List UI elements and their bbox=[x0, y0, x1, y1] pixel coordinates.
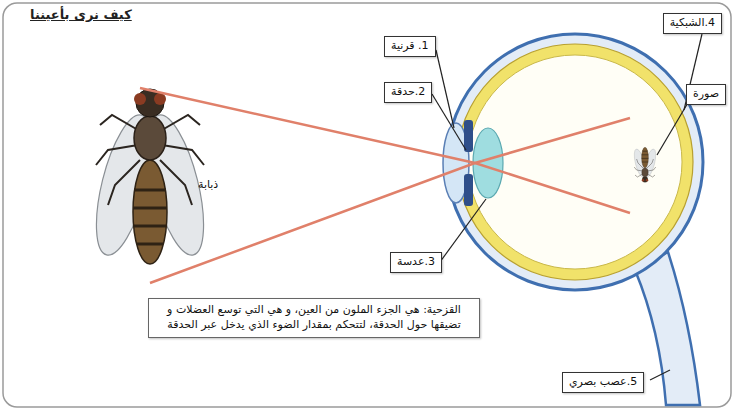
callout-text: 2.حدقة bbox=[391, 85, 425, 100]
eye-interior bbox=[468, 55, 682, 269]
callout-box: 4.الشبكية bbox=[663, 13, 722, 34]
callout-text: 1. قرنية bbox=[391, 39, 429, 54]
callout-text: صورة bbox=[693, 87, 719, 102]
leader-line bbox=[432, 94, 466, 150]
leader-line bbox=[440, 199, 486, 262]
leader-line bbox=[650, 370, 670, 380]
callout-box: 3.عدسة bbox=[390, 252, 442, 273]
retina-layer bbox=[457, 44, 693, 280]
optic-nerve bbox=[635, 252, 700, 405]
note-box: القزحية: هي الجزء الملون من العين، و هي … bbox=[148, 298, 480, 338]
diagram-title: كيف نرى بأعيننا bbox=[30, 7, 132, 22]
part-label: ذبابة bbox=[198, 178, 218, 191]
callout-text: 5.عصب بصري bbox=[569, 375, 637, 390]
iris bbox=[464, 174, 473, 206]
callout-text: 4.الشبكية bbox=[670, 16, 715, 31]
iris bbox=[464, 120, 473, 152]
light-ray bbox=[140, 88, 630, 213]
callout-box: صورة bbox=[686, 84, 726, 105]
callout-text: 3.عدسة bbox=[397, 255, 435, 270]
fly bbox=[85, 89, 215, 264]
leader-line bbox=[657, 96, 692, 155]
frame bbox=[3, 3, 731, 407]
sclera bbox=[447, 34, 703, 290]
callout-box: 5.عصب بصري bbox=[562, 372, 644, 393]
callout-box: 2.حدقة bbox=[384, 82, 432, 103]
callout-box: 1. قرنية bbox=[384, 36, 436, 57]
light-ray bbox=[150, 118, 630, 283]
inverted-image bbox=[632, 147, 658, 182]
note-text: القزحية: هي الجزء الملون من العين، و هي … bbox=[157, 303, 471, 333]
